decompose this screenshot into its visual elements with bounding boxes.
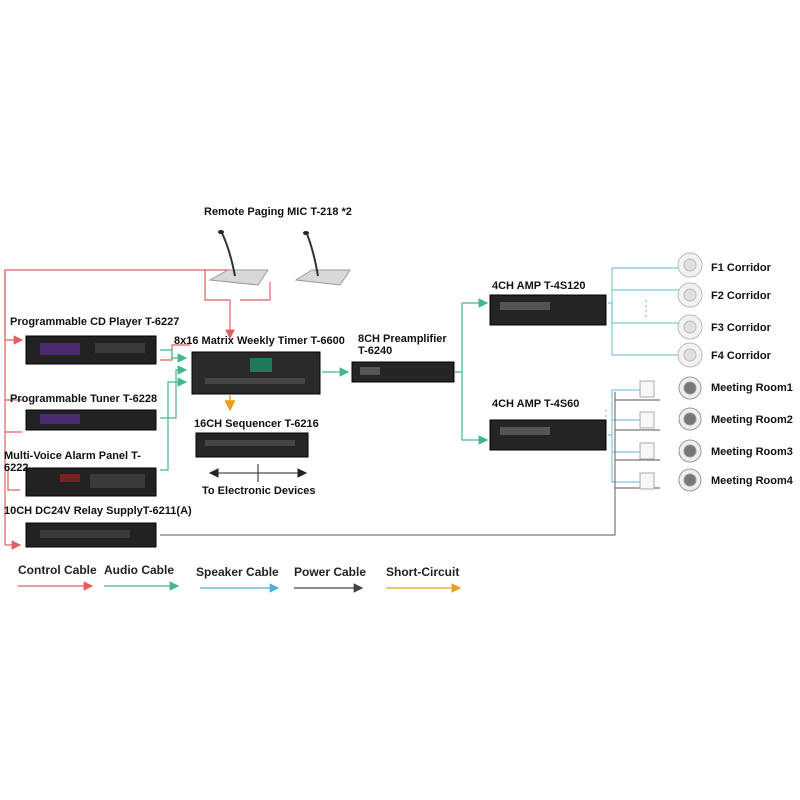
legend-power-label: Power Cable — [294, 565, 367, 579]
cd-player-label: Programmable CD Player T-6227 — [10, 316, 180, 328]
zone-label-meeting3: Meeting Room3 — [711, 446, 793, 458]
power-cable-lines — [160, 392, 660, 536]
amp-60-label: 4CH AMP T-4S60 — [492, 398, 580, 410]
legend-speaker-label: Speaker Cable — [196, 565, 279, 579]
zone-label-meeting2: Meeting Room2 — [711, 414, 793, 426]
cd-player-device — [25, 335, 157, 365]
meeting-speakers — [678, 376, 702, 492]
to-devices-arrow — [208, 464, 308, 482]
zone-label-meeting4: Meeting Room4 — [711, 475, 793, 487]
zone-label-f3: F3 Corridor — [711, 322, 771, 334]
audio-cable-lines — [160, 298, 489, 471]
zone-label-f2: F2 Corridor — [711, 290, 771, 302]
relay-supply-device — [25, 522, 157, 548]
legend-arrows — [18, 581, 462, 593]
amp-120-device — [489, 294, 607, 326]
alarm-panel-device — [25, 467, 157, 497]
relay-supply-label: 10CH DC24V Relay SupplyT-6211(A) — [4, 505, 192, 517]
zone-label-f1: F1 Corridor — [711, 262, 771, 274]
amp-60-device — [489, 419, 607, 451]
paging-mic-2 — [294, 231, 351, 286]
legend-control-label: Control Cable — [18, 563, 97, 577]
tuner-label: Programmable Tuner T-6228 — [10, 393, 158, 405]
matrix-timer-label: 8x16 Matrix Weekly Timer T-6600 — [174, 335, 345, 347]
preamp-device — [351, 361, 455, 383]
alarm-panel-label-line2: 6222 — [4, 462, 29, 474]
speaker-cable-lines — [605, 267, 680, 483]
tuner-device — [25, 409, 157, 431]
zone-label-meeting1: Meeting Room1 — [711, 382, 793, 394]
sequencer-label: 16CH Sequencer T-6216 — [194, 418, 319, 430]
matrix-timer-device — [191, 351, 321, 395]
sequencer-device — [195, 432, 309, 458]
ceiling-speakers — [677, 252, 703, 368]
to-devices-label: To Electronic Devices — [202, 485, 316, 497]
zone-label-f4: F4 Corridor — [711, 350, 771, 362]
legend-short-circuit-label: Short-Circuit — [386, 565, 460, 579]
paging-mic-1 — [208, 230, 269, 286]
legend-audio-label: Audio Cable — [104, 563, 175, 577]
preamp-label-line2: T-6240 — [358, 345, 393, 357]
volume-controls — [639, 380, 655, 490]
remote-mic-label: Remote Paging MIC T-218 *2 — [204, 206, 352, 218]
preamp-label-line1: 8CH Preamplifier — [358, 333, 447, 345]
amp-120-label: 4CH AMP T-4S120 — [492, 280, 586, 292]
alarm-panel-label-line1: Multi-Voice Alarm Panel T- — [4, 450, 141, 462]
